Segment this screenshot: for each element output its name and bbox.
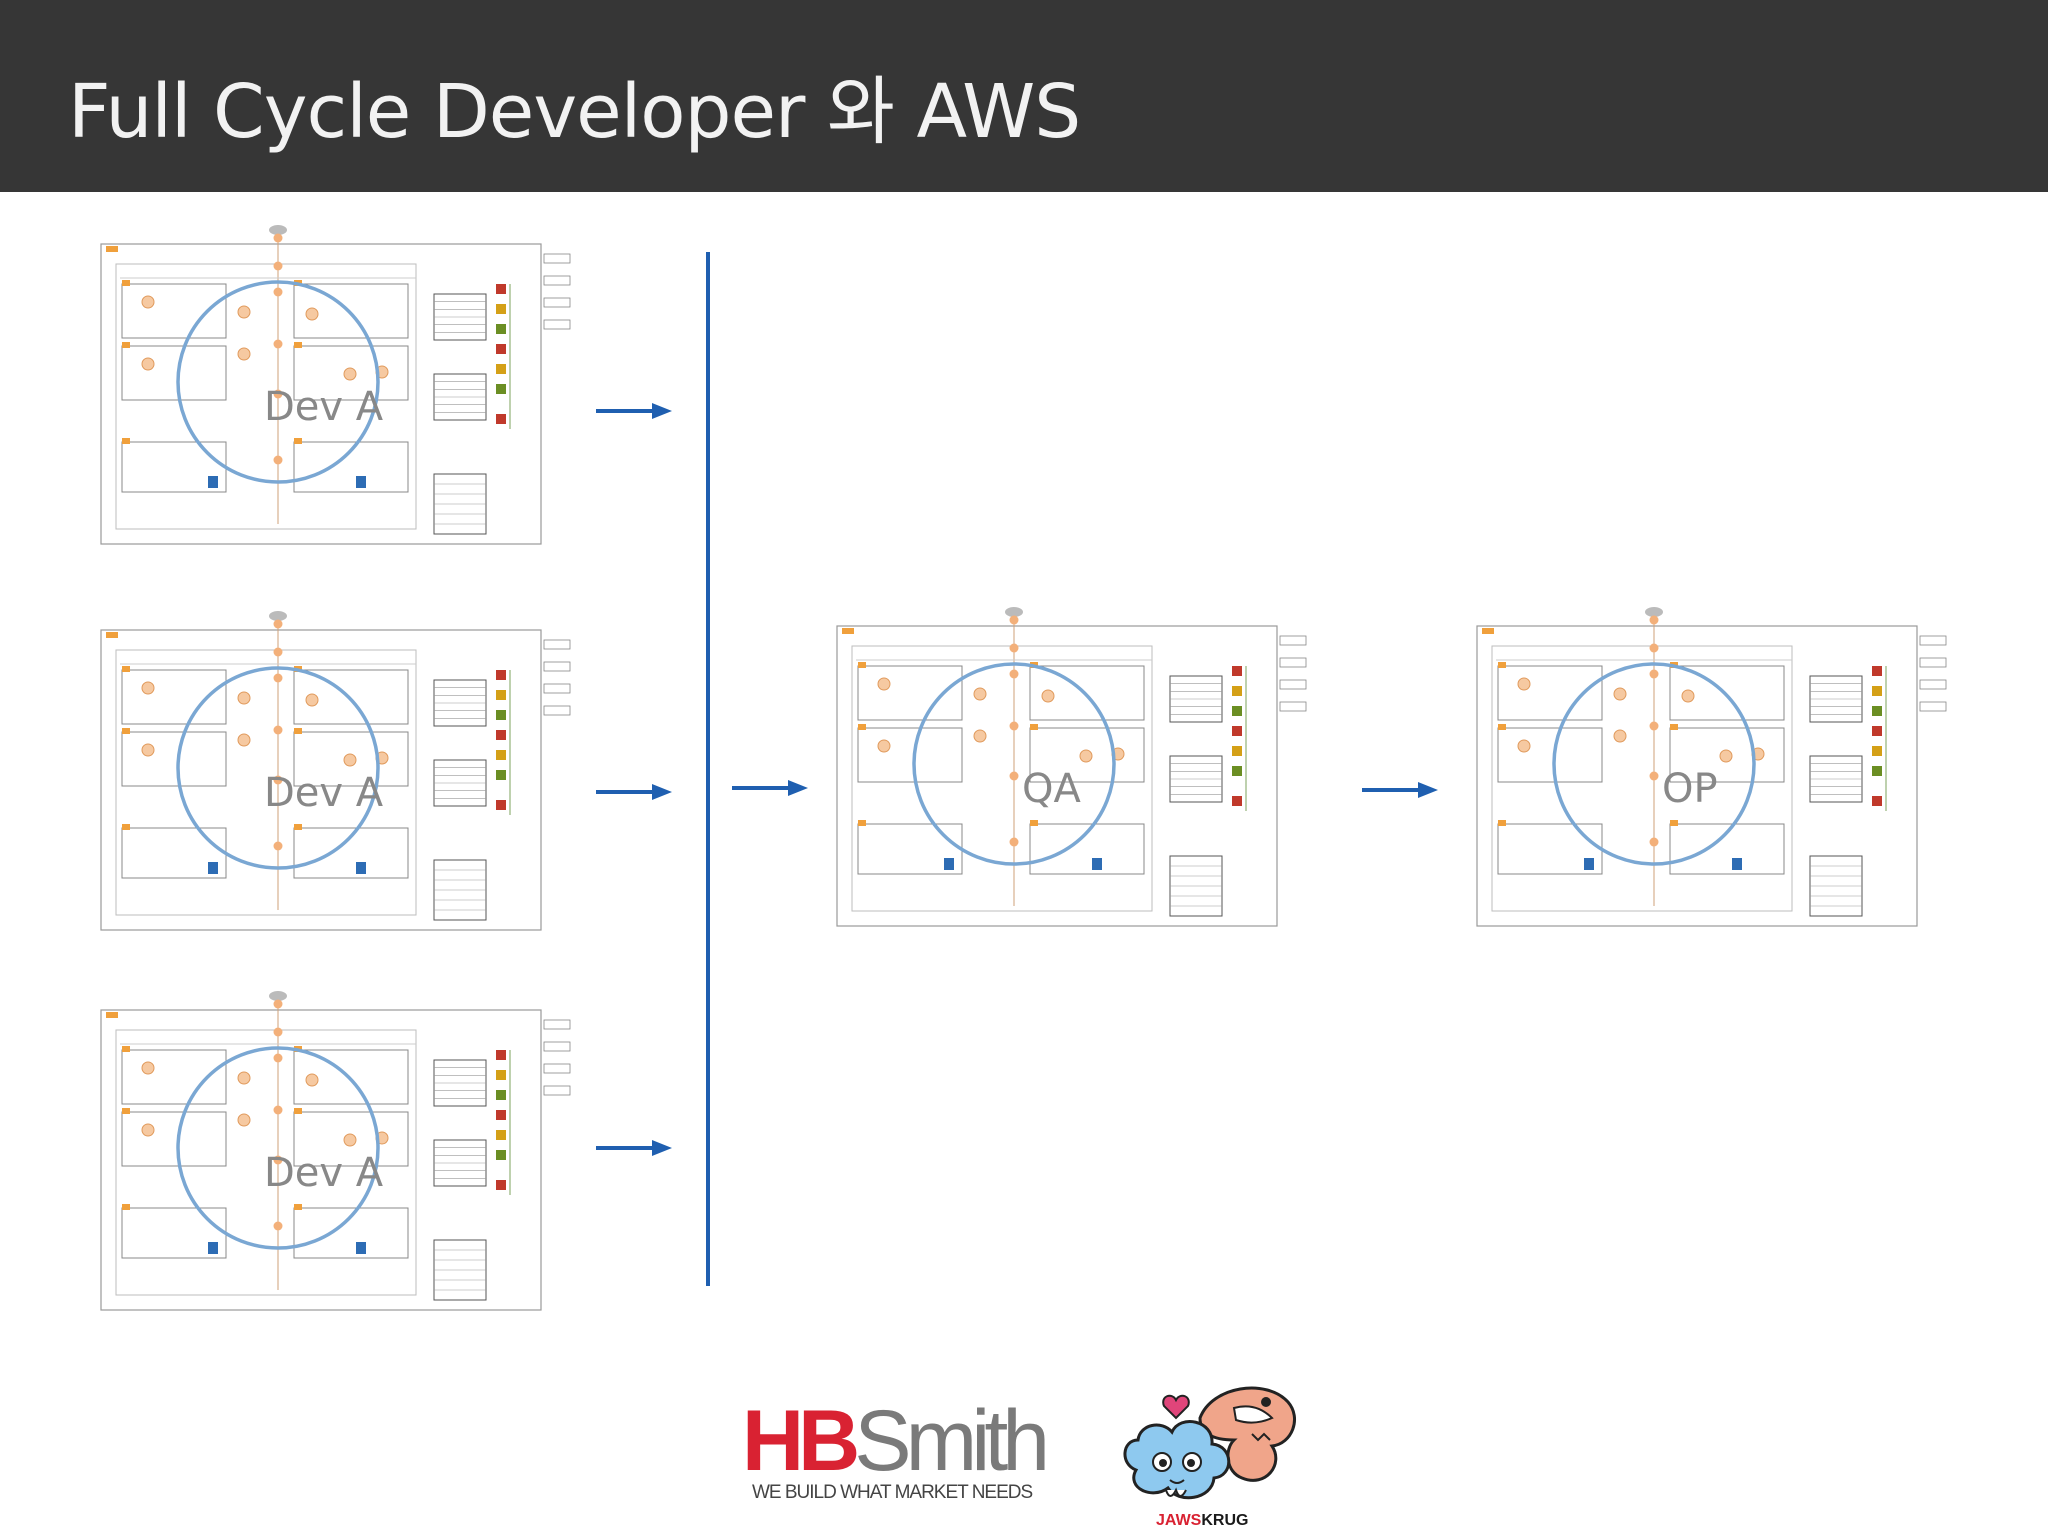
architecture-diagram-svg: [1476, 607, 1947, 927]
architecture-diagram-qa: QA: [832, 606, 1312, 936]
architecture-diagram-svg: [836, 607, 1307, 927]
architecture-diagram-svg: [100, 225, 571, 545]
arrow-dev-1-to-merge: [594, 401, 674, 421]
title-bar: Full Cycle Developer 와 AWS: [0, 0, 2048, 192]
architecture-diagram-svg: [100, 611, 571, 931]
hbsmith-tagline: WE BUILD WHAT MARKET NEEDS: [752, 1482, 1033, 1503]
architecture-diagram-dev-3: Dev A: [96, 990, 576, 1320]
arrow-dev-2-to-merge: [594, 782, 674, 802]
env-label-op: OP: [1662, 766, 1718, 812]
env-label-dev-3: Dev A: [264, 1150, 384, 1196]
hbsmith-logo: HBSmith WE BUILD WHAT MARKET NEEDS: [742, 1398, 1050, 1503]
architecture-diagram-svg: [100, 991, 571, 1311]
arrow-merge-to-qa: [730, 778, 810, 798]
env-label-dev-1: Dev A: [264, 384, 384, 430]
arrow-dev-3-to-merge: [594, 1138, 674, 1158]
env-label-qa: QA: [1022, 766, 1081, 812]
architecture-diagram-dev-1: Dev A: [96, 224, 576, 554]
slide-title: Full Cycle Developer 와 AWS: [68, 69, 1081, 155]
jawskrug-mascot-icon: [1123, 1386, 1297, 1500]
merge-line: [706, 252, 710, 1286]
env-label-dev-2: Dev A: [264, 770, 384, 816]
architecture-diagram-op: OP: [1472, 606, 1952, 936]
architecture-diagram-dev-2: Dev A: [96, 610, 576, 940]
jawskrug-wordmark: JAWSKRUG: [1156, 1512, 1249, 1529]
arrow-qa-to-op: [1360, 780, 1440, 800]
hbsmith-wordmark: HBSmith: [742, 1393, 1050, 1489]
jawskrug-logo: JAWSKRUG: [1116, 1378, 1304, 1530]
